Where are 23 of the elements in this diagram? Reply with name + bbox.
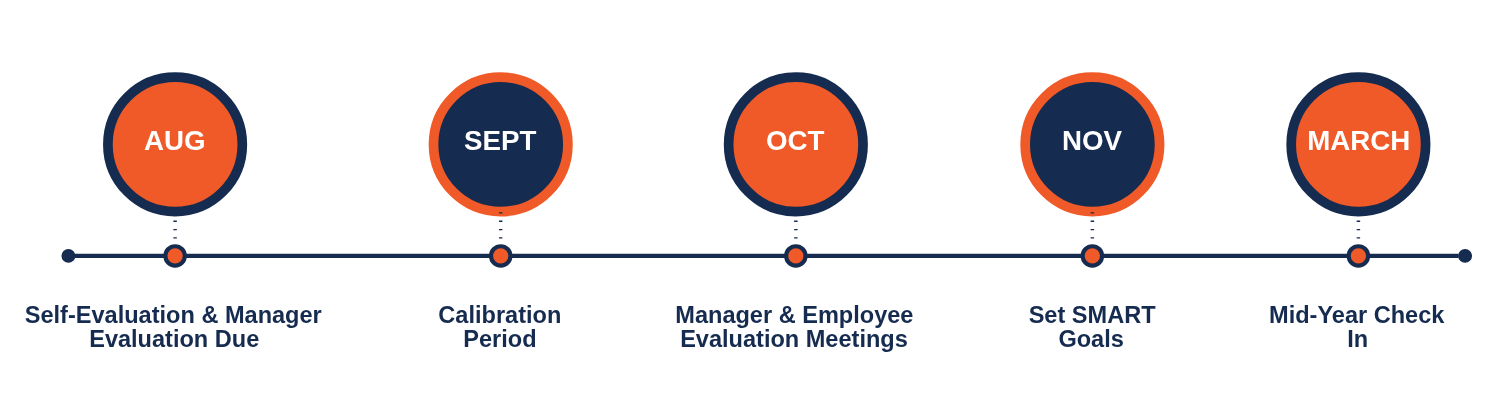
node-circle [488, 244, 513, 268]
node-label: Manager & Employee Evaluation Meetings [675, 302, 914, 352]
node-label: Set SMART Goals [1028, 302, 1156, 352]
node-circle: SEPT [428, 72, 573, 217]
node-circle [163, 244, 187, 268]
node-label: Calibration Period [438, 302, 562, 352]
node-label: Mid-Year Check In [1269, 302, 1445, 352]
node-circle: AUG [103, 72, 248, 217]
connector [1368, 253, 1459, 258]
connector [510, 253, 786, 258]
connector [805, 253, 1083, 258]
connector [185, 253, 491, 258]
node-circle: MARCH [1286, 72, 1431, 217]
node-circle [1346, 244, 1371, 268]
node-circle [1080, 244, 1105, 268]
node-circle: OCT [723, 72, 868, 217]
node-circle: NOV [1020, 72, 1165, 217]
node-label: Self-Evaluation & Manager Evaluation Due [24, 302, 322, 352]
node-circle [1458, 249, 1473, 263]
node-circle [784, 244, 808, 268]
node-circle [61, 249, 76, 263]
connector [74, 253, 166, 258]
connector [1102, 253, 1349, 258]
